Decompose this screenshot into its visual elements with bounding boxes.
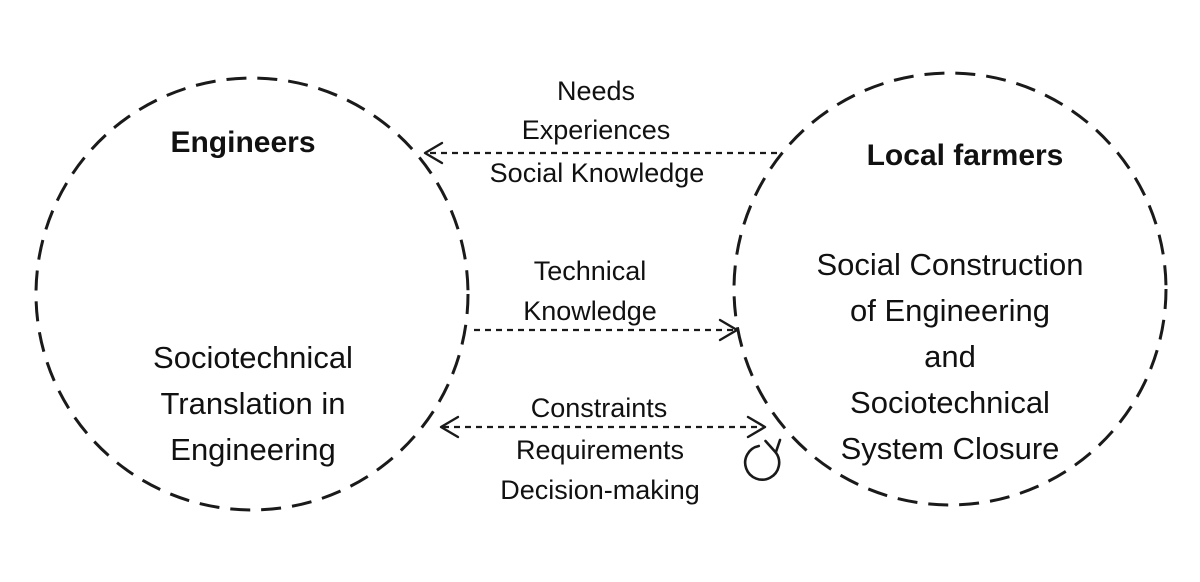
engineers-process-line-3: Engineering bbox=[170, 432, 335, 467]
engineers-node: Engineers Sociotechnical Translation in … bbox=[34, 76, 470, 512]
flow-label-technical: Technical bbox=[534, 256, 647, 286]
flow-bidirectional-left-arrowhead bbox=[439, 415, 460, 439]
farmers-process-line-2: of Engineering bbox=[850, 293, 1050, 328]
flow-to-engineers-arrowhead bbox=[423, 141, 444, 165]
flow-label-experiences: Experiences bbox=[522, 115, 671, 145]
engineers-process-line-1: Sociotechnical bbox=[153, 340, 353, 375]
engineers-process-line-2: Translation in bbox=[161, 386, 346, 421]
flow-label-needs: Needs bbox=[557, 76, 635, 106]
farmers-process-line-3: and bbox=[924, 339, 976, 374]
farmers-process-line-1: Social Construction bbox=[816, 247, 1083, 282]
flow-to-engineers: Needs Experiences Social Knowledge bbox=[423, 76, 777, 188]
engineers-title: Engineers bbox=[170, 126, 315, 159]
farmers-node: Local farmers Social Construction of Eng… bbox=[732, 71, 1168, 507]
farmers-circle bbox=[732, 71, 1168, 507]
farmers-title: Local farmers bbox=[867, 139, 1064, 172]
flow-label-decision-making: Decision-making bbox=[500, 475, 700, 505]
refresh-cycle-icon bbox=[743, 438, 782, 481]
flow-label-requirements: Requirements bbox=[516, 435, 684, 465]
farmers-process-line-5: System Closure bbox=[841, 431, 1060, 466]
flow-label-social-knowledge: Social Knowledge bbox=[490, 158, 705, 188]
engineers-circle bbox=[34, 76, 470, 512]
flow-bidirectional: Constraints Requirements Decision-making bbox=[439, 393, 767, 505]
flow-to-farmers-arrowhead bbox=[718, 318, 739, 342]
flow-label-constraints: Constraints bbox=[531, 393, 668, 423]
flow-label-knowledge: Knowledge bbox=[523, 296, 657, 326]
farmers-process-line-4: Sociotechnical bbox=[850, 385, 1050, 420]
flow-to-farmers: Technical Knowledge bbox=[474, 256, 739, 342]
flow-bidirectional-right-arrowhead bbox=[746, 415, 767, 439]
